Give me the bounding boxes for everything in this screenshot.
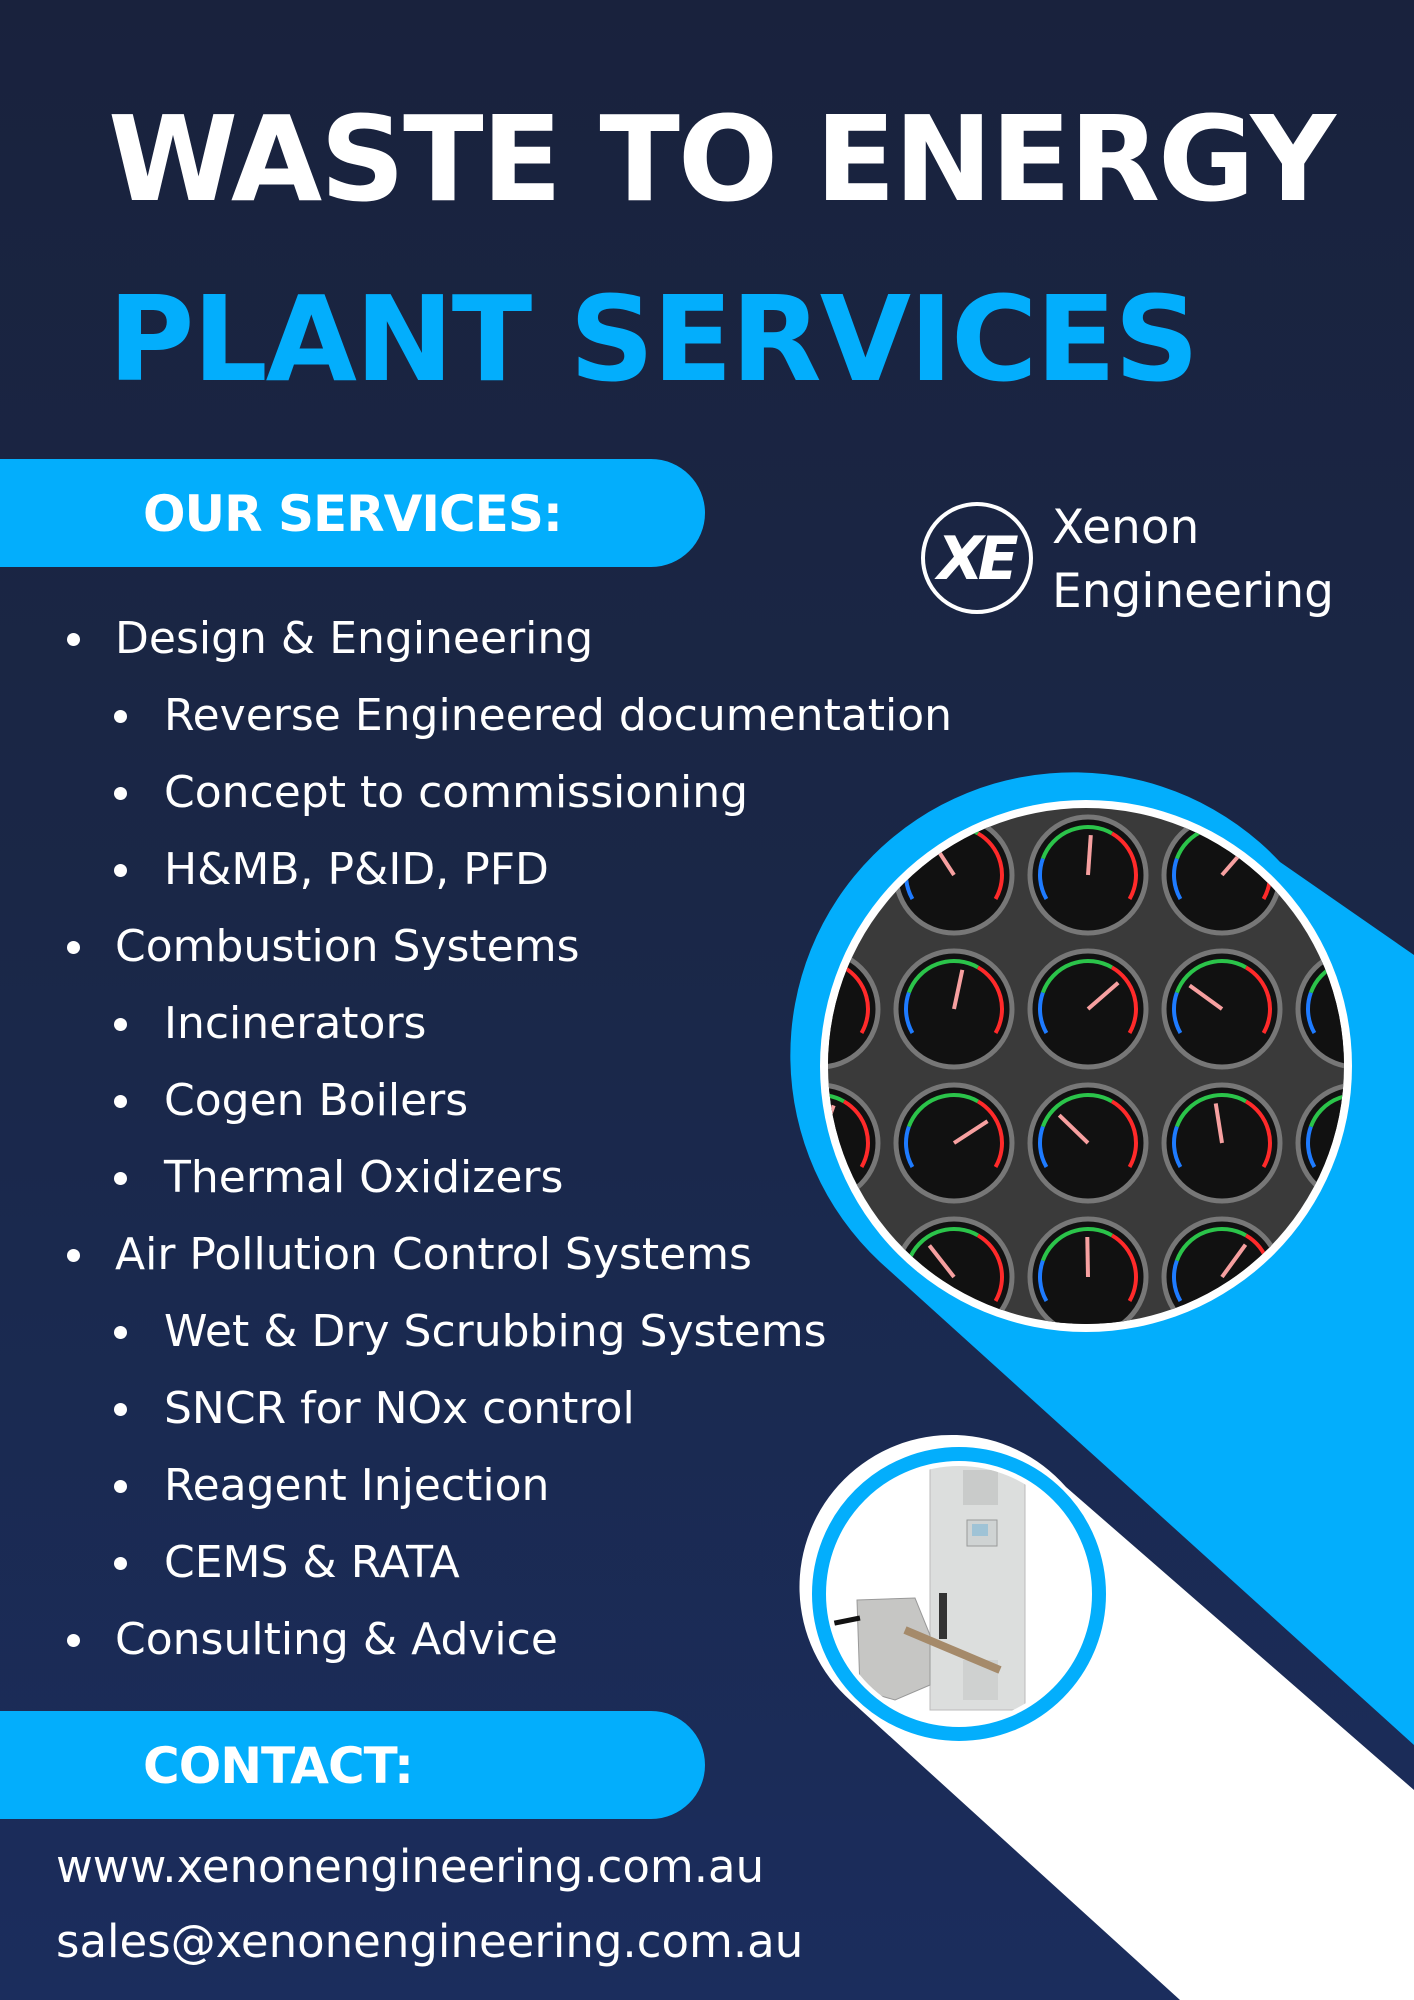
service-item: Consulting & Advice [0, 1609, 952, 1686]
service-subitem: Thermal Oxidizers [0, 1147, 952, 1224]
service-label: Concept to commissioning [164, 767, 749, 818]
service-subitem: CEMS & RATA [0, 1532, 952, 1609]
bullet-icon [67, 1249, 80, 1262]
bullet-icon [114, 787, 127, 800]
service-subitem: Reagent Injection [0, 1455, 952, 1532]
title-line-1: WASTE TO ENERGY [108, 90, 1336, 228]
service-item: Design & Engineering [0, 608, 952, 685]
svg-text:XE: XE [933, 524, 1018, 594]
service-label: Consulting & Advice [115, 1614, 558, 1665]
brand-name-line2: Engineering [1052, 564, 1334, 619]
bullet-icon [114, 1326, 127, 1339]
bullet-icon [67, 633, 80, 646]
gauge-icon [1027, 1082, 1149, 1204]
gauge-icon [1027, 948, 1149, 1070]
service-label: H&MB, P&ID, PFD [164, 844, 549, 895]
service-subitem: Cogen Boilers [0, 1070, 952, 1147]
bullet-icon [114, 1557, 127, 1570]
bullet-icon [67, 1634, 80, 1647]
bullet-icon [114, 710, 127, 723]
service-subitem: Reverse Engineered documentation [0, 685, 952, 762]
service-label: Air Pollution Control Systems [115, 1229, 752, 1280]
service-label: Reverse Engineered documentation [164, 690, 953, 741]
gauge-icon [1161, 1082, 1283, 1204]
service-label: SNCR for NOx control [164, 1383, 635, 1434]
service-subitem: Incinerators [0, 993, 952, 1070]
title-line-2: PLANT SERVICES [108, 270, 1199, 408]
contact-heading: CONTACT: [143, 1737, 414, 1795]
services-heading: OUR SERVICES: [143, 485, 563, 543]
analyzer-photo [812, 1447, 1106, 1741]
services-heading-banner: OUR SERVICES: [0, 459, 705, 567]
contact-heading-banner: CONTACT: [0, 1711, 705, 1819]
bullet-icon [114, 1480, 127, 1493]
gauge-icon [1027, 1216, 1149, 1324]
service-subitem: Concept to commissioning [0, 762, 952, 839]
brand-name-line1: Xenon [1052, 500, 1200, 555]
service-label: Combustion Systems [115, 921, 580, 972]
service-label: Thermal Oxidizers [164, 1152, 564, 1203]
email-link[interactable]: sales@xenonengineering.com.au [56, 1915, 804, 1968]
service-label: CEMS & RATA [164, 1537, 460, 1588]
gauge-icon [1027, 814, 1149, 936]
bullet-icon [114, 1095, 127, 1108]
service-item: Combustion Systems [0, 916, 952, 993]
xe-logo-icon: XE [918, 499, 1036, 622]
website-link[interactable]: www.xenonengineering.com.au [56, 1840, 765, 1893]
gauge-icon [1161, 948, 1283, 1070]
gauge-icon [893, 948, 1015, 1070]
service-label: Incinerators [164, 998, 427, 1049]
service-label: Design & Engineering [115, 613, 594, 664]
service-subitem: SNCR for NOx control [0, 1378, 952, 1455]
service-label: Reagent Injection [164, 1460, 550, 1511]
bullet-icon [114, 864, 127, 877]
service-subitem: H&MB, P&ID, PFD [0, 839, 952, 916]
bullet-icon [114, 1018, 127, 1031]
bullet-icon [114, 1403, 127, 1416]
service-item: Air Pollution Control Systems [0, 1224, 952, 1301]
service-label: Wet & Dry Scrubbing Systems [164, 1306, 827, 1357]
bullet-icon [67, 941, 80, 954]
service-subitem: Wet & Dry Scrubbing Systems [0, 1301, 952, 1378]
bullet-icon [114, 1172, 127, 1185]
gauge-icon [893, 1082, 1015, 1204]
brand-name: Xenon Engineering [1052, 496, 1334, 624]
service-label: Cogen Boilers [164, 1075, 469, 1126]
